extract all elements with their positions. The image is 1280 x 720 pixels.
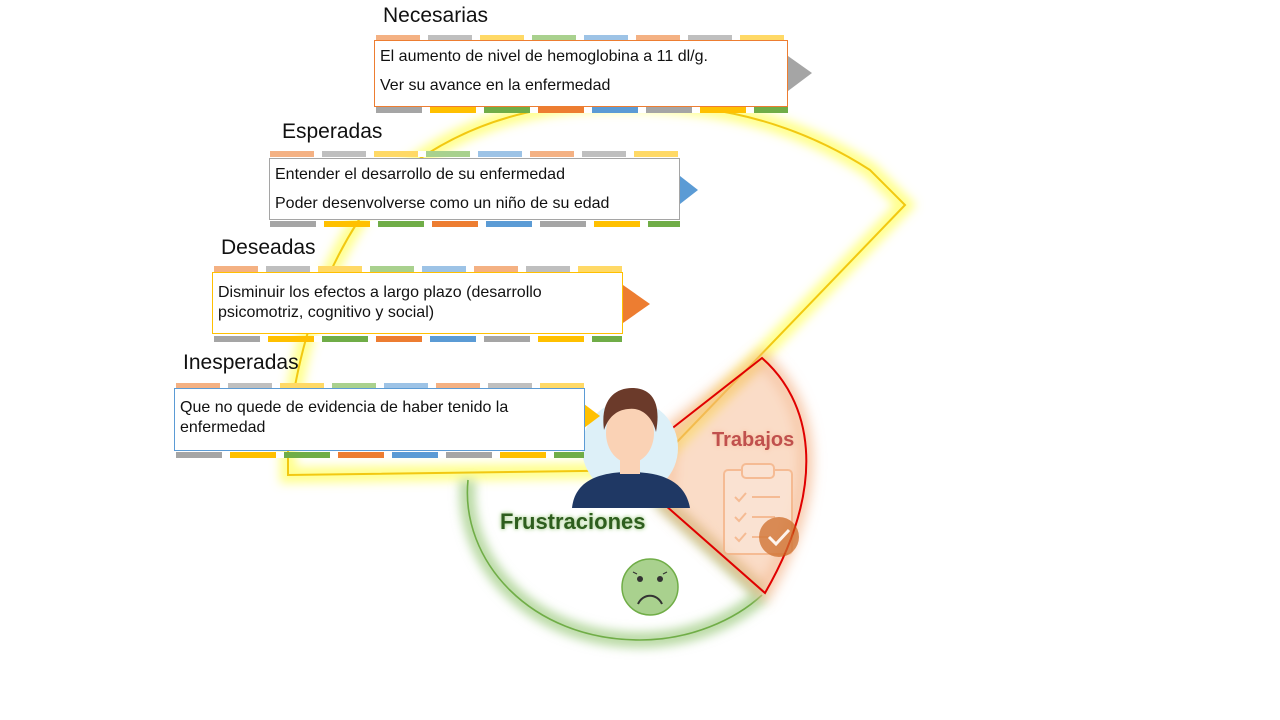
inesperadas-line-1: Que no quede de evidencia de haber tenid… bbox=[180, 399, 509, 436]
inesperadas-arrow bbox=[584, 404, 600, 428]
esperadas-arrow bbox=[680, 176, 698, 204]
esperadas-top-stripe bbox=[270, 151, 680, 157]
inesperadas-box: Que no quede de evidencia de haber tenid… bbox=[174, 388, 585, 451]
necesarias-box: El aumento de nivel de hemoglobina a 11 … bbox=[374, 40, 788, 107]
deseadas-arrow bbox=[623, 285, 650, 323]
esperadas-line-1: Entender el desarrollo de su enfermedad bbox=[275, 166, 565, 183]
esperadas-line-2: Poder desenvolverse como un niño de su e… bbox=[275, 195, 610, 212]
frustraciones-label: Frustraciones bbox=[500, 509, 646, 534]
necesarias-arrow bbox=[788, 56, 812, 91]
necesarias-bottom-stripe bbox=[376, 107, 788, 113]
esperadas-box: Entender el desarrollo de su enfermedad … bbox=[269, 158, 680, 220]
deseadas-box: Disminuir los efectos a largo plazo (des… bbox=[212, 272, 623, 334]
necesarias-title: Necesarias bbox=[383, 4, 489, 27]
inesperadas-bottom-stripe bbox=[176, 452, 584, 458]
necesarias-line-2: Ver su avance en la enfermedad bbox=[380, 77, 611, 94]
deseadas-title: Deseadas bbox=[221, 236, 316, 259]
clipboard-checklist-icon bbox=[723, 463, 799, 557]
necesarias-line-1: El aumento de nivel de hemoglobina a 11 … bbox=[380, 48, 708, 65]
trabajos-label: Trabajos bbox=[712, 429, 795, 451]
deseadas-line-1: Disminuir los efectos a largo plazo (des… bbox=[218, 284, 542, 321]
esperadas-bottom-stripe bbox=[270, 221, 680, 227]
necesarias-top-stripe bbox=[376, 35, 788, 41]
inesperadas-top-stripe bbox=[176, 383, 584, 389]
person-avatar-icon bbox=[572, 388, 690, 508]
deseadas-bottom-stripe bbox=[214, 336, 622, 342]
deseadas-top-stripe bbox=[214, 266, 622, 272]
inesperadas-title: Inesperadas bbox=[183, 351, 299, 374]
esperadas-title: Esperadas bbox=[282, 120, 383, 143]
sad-face-icon bbox=[621, 558, 679, 616]
